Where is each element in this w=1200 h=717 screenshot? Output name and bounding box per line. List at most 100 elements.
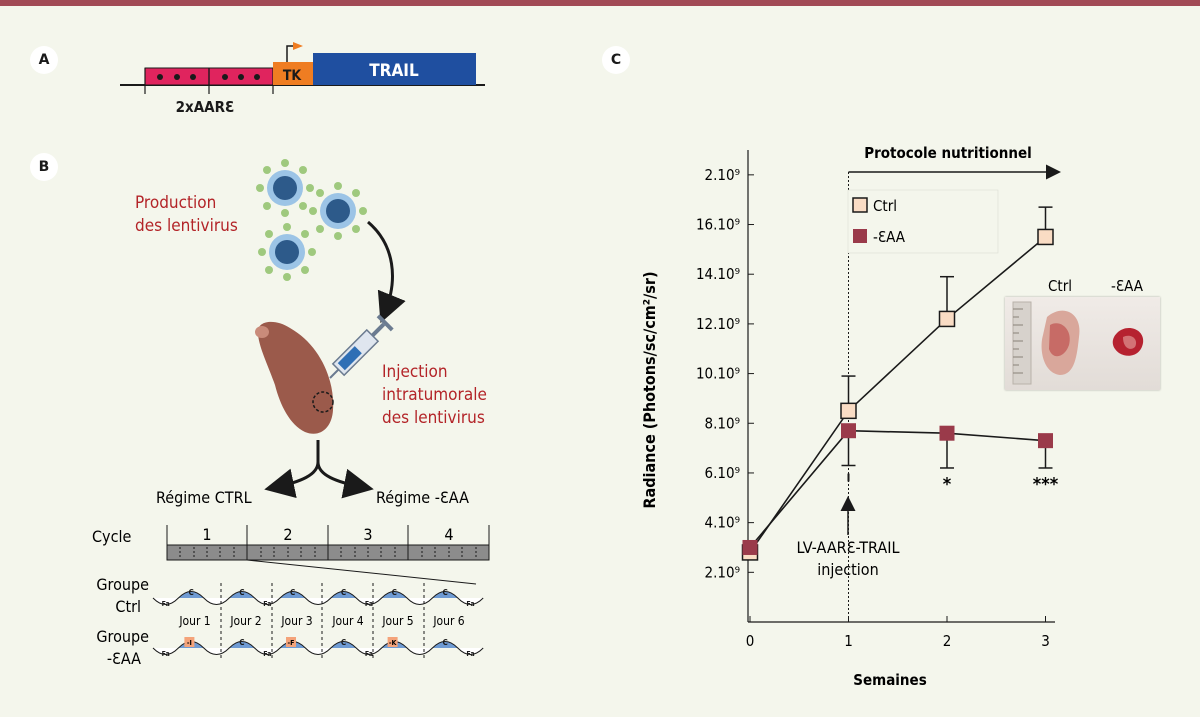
tk-label: TK [283,68,303,84]
production-arrow [367,220,406,324]
ctrl-tumor-detail [1049,323,1070,357]
production-label-2: des lentivirus [135,216,238,236]
regime-ctrl-label: Régime CTRL [156,488,252,507]
eaa-removal-marker [286,637,296,647]
meal-label: C [442,638,447,647]
legend-box [847,189,999,254]
y-axis-title: Radiance (Photons/sc/cm²/sr) [640,271,659,508]
x-tick-label: 2 [943,632,952,650]
day-labels: Jour 1 Jour 2 Jour 3 Jour 4 Jour 5 Jour … [178,614,464,628]
groupe-eaa-label-1: Groupe [96,627,149,646]
injection-label-3: des lentivirus [382,408,485,428]
top-accent-bar [0,0,1200,6]
x-ticks: 0 1 2 3 [746,616,1050,650]
eaa-removal-marker [184,637,195,647]
syringe-icon [329,314,394,379]
tumor-photo-drawing [1012,301,1144,385]
meal-label: C [392,588,397,597]
y-tick-label: 6.10⁹ [705,464,740,482]
groupe-ctrl-label-1: Groupe [96,575,149,594]
promoter-arrow [286,45,293,62]
tk-box [273,62,313,85]
data-point-ctrl [1037,228,1054,246]
y-tick-label: 2.10⁹ [705,166,740,184]
day-label: Jour 5 [381,614,413,628]
data-point-ctrl [938,310,956,328]
data-point-eaa [841,423,856,439]
injection-label-1: LV-AARƐ-TRAIL [797,538,900,557]
eaa-removal-label: -F [288,639,295,647]
meal-label: C [188,588,193,597]
legend-eaa-label: -ƐAA [873,228,906,246]
protocol-label: Protocole nutritionnel [864,144,1032,162]
regime-eaa-label: Régime -ƐAA [376,488,469,507]
legend-ctrl-marker [852,197,868,213]
panel-label-a: A [30,46,58,74]
injection-label-1: Injection [382,362,448,382]
series-line-0 [749,236,1047,553]
lentivirus-icon [256,159,314,217]
trail-label: TRAIL [369,61,419,81]
injection-label-2: intratumorale [382,385,487,405]
photo-label-eaa: -ƐAA [1111,277,1144,295]
day-separators [220,583,425,660]
panel-label-b: B [30,153,58,181]
tumor-photo [1005,297,1160,390]
cycle-4: 4 [444,525,453,544]
lentivirus-icon [309,182,367,240]
day-label: Jour 2 [229,614,261,628]
meal-label: C [341,638,346,647]
eaa-tumor-detail [1123,335,1137,349]
x-axis-label: Semaines [853,671,926,689]
series-line-1 [749,429,1046,548]
y-tick-label: 8.10⁹ [705,414,740,432]
significance-marker: *** [1033,474,1059,495]
split-arrow-ctrl [264,440,320,499]
feeding-waves: FaCCFaCCFaCCFaFaCCFaCCFaCCFa-I-F-K [152,588,484,658]
cycle-bar-day-ticks [179,547,477,558]
panel-label-c: C [602,46,630,74]
eaa-removal-marker [387,637,398,647]
injection-label-2: injection [817,560,878,579]
meal-label: C [341,588,346,597]
radiance-chart: 2.10⁹4.10⁹6.10⁹8.10⁹10.10⁹12.10⁹14.10⁹16… [640,144,1144,689]
day-label: Jour 4 [331,614,363,628]
x-tick-label: 0 [746,632,755,650]
mouse-icon [257,321,334,434]
construct-diagram: TK TRAIL 2xAARƐ [120,42,485,116]
aare-dots [157,74,260,80]
y-tick-label: 10.10⁹ [696,365,740,383]
ruler [1012,301,1032,385]
promoter-flag-icon [293,42,303,50]
y-tick-label: 16.10⁹ [696,216,740,234]
wave-line [152,641,484,655]
significance-marker: * [943,474,952,495]
day-label: Jour 3 [280,614,312,628]
data-point-eaa [1038,433,1053,449]
meal-label: C [290,588,295,597]
cycle-bar-dividers [246,545,409,560]
protocol-diagram: Production des lentivirus Injection intr… [92,159,490,668]
lentivirus-icon [258,223,316,281]
cycle-1: 1 [202,525,211,544]
meal-label: C [442,588,447,597]
groupe-eaa-label-2: -ƐAA [107,649,141,668]
tumor-marker [312,391,334,413]
data-point-eaa [742,539,758,555]
meal-label: C [239,588,244,597]
legend-ctrl-label: Ctrl [873,197,897,215]
meal-label: C [239,638,244,647]
y-tick-label: 4.10⁹ [705,514,740,532]
eaa-removal-label: -K [389,639,398,647]
x-tick-label: 3 [1041,632,1050,650]
chart-series: **** [741,206,1059,561]
cycle-2: 2 [283,525,292,544]
wave-line [152,591,484,605]
x-tick-label: 1 [844,632,853,650]
ruler-ticks [1013,308,1023,374]
aare-label: 2xAARƐ [176,98,235,116]
groupe-ctrl-label-2: Ctrl [115,597,141,616]
trail-box [313,53,476,85]
data-point-eaa [939,425,955,441]
y-ticks: 2.10⁹4.10⁹6.10⁹8.10⁹10.10⁹12.10⁹14.10⁹16… [696,166,754,581]
